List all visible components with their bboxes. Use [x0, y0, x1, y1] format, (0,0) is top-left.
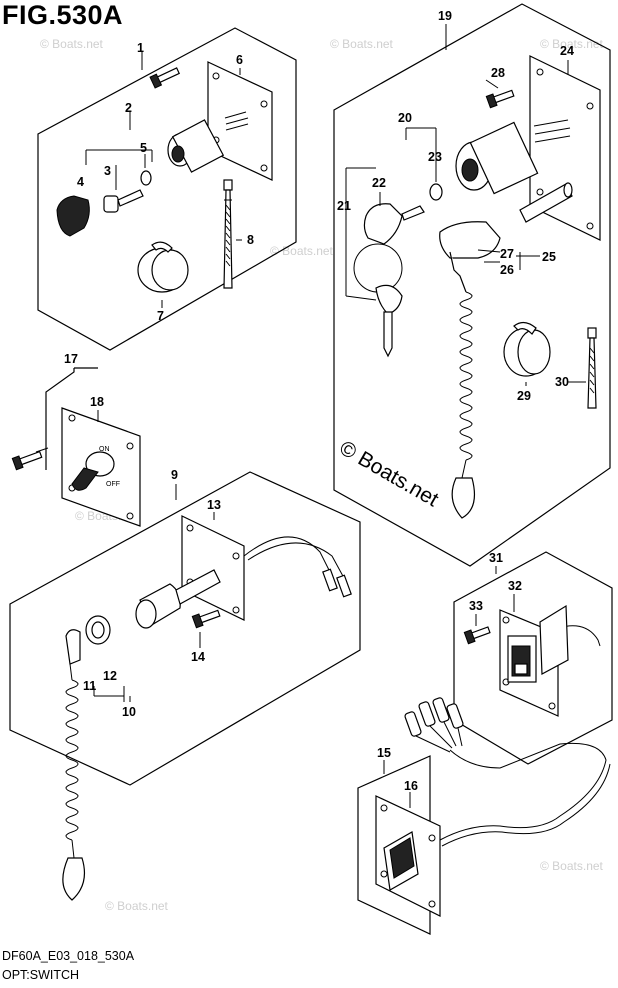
screw-icon: [463, 626, 491, 645]
callout-27: 27: [500, 247, 514, 261]
rubber-cap: [137, 241, 189, 293]
wire-harness: [243, 536, 331, 573]
leader-lines: [93, 484, 215, 702]
callout-20: 20: [398, 111, 412, 125]
panel-key-switch-kit: [37, 27, 297, 351]
panel-toggle-switch: ON OFF: [11, 367, 141, 527]
callout-22: 22: [372, 176, 386, 190]
panel-key-lanyard-kit: [333, 3, 611, 567]
key-icon: [103, 189, 144, 213]
callout-26: 26: [500, 263, 514, 277]
panel-switch-harness-kit: [357, 697, 611, 935]
leader-lines: [383, 760, 411, 808]
watermark-text: © Boats.net: [540, 37, 604, 51]
callout-12: 12: [103, 669, 117, 683]
mounting-plate: [207, 61, 273, 181]
watermark-text: © Boats.net: [40, 37, 104, 51]
callout-28: 28: [491, 66, 505, 80]
leader-lines: [475, 566, 515, 626]
leader-lines: [85, 52, 242, 308]
callout-10: 10: [122, 705, 136, 719]
mounting-plate: [181, 515, 245, 621]
callout-numbers: 1 2 3 4 5 6 7 8 9 10 11 12 13 14 15 16 1…: [64, 9, 574, 793]
watermark-text: © Boats.net: [105, 899, 169, 913]
watermark-text: © Boats.net: [330, 37, 394, 51]
watermark-text: © Boats.net: [540, 859, 604, 873]
wire-stubs: [224, 111, 249, 131]
callout-9: 9: [171, 468, 178, 482]
callout-21: 21: [337, 199, 351, 213]
screw-icon: [11, 450, 43, 471]
callout-8: 8: [247, 233, 254, 247]
callout-14: 14: [191, 650, 205, 664]
screw-icon: [485, 89, 515, 109]
cable-tie: [587, 327, 597, 409]
panel-rocker-switch-kit: [453, 551, 613, 765]
callout-3: 3: [104, 164, 111, 178]
callout-6: 6: [236, 53, 243, 67]
callout-31: 31: [489, 551, 503, 565]
leader-lines: [35, 410, 99, 453]
lanyard-clip: [65, 629, 81, 665]
key-cap: [56, 195, 90, 237]
callout-30: 30: [555, 375, 569, 389]
callout-15: 15: [377, 746, 391, 760]
callout-32: 32: [508, 579, 522, 593]
panel-outline: [357, 755, 431, 935]
lanyard-switch: [439, 221, 501, 519]
callout-1: 1: [137, 41, 144, 55]
screw-icon: [191, 609, 221, 629]
section-name: OPT:SWITCH: [2, 968, 80, 982]
cable-tie: [223, 179, 233, 289]
rocker-switch-icon: [507, 635, 537, 683]
callout-13: 13: [207, 498, 221, 512]
lanyard-clip: [451, 477, 475, 519]
callout-7: 7: [157, 309, 164, 323]
panel-outline: [9, 471, 361, 786]
key-ring: [353, 243, 403, 293]
switch-on-text: ON: [99, 446, 110, 453]
callout-11: 11: [83, 679, 96, 693]
panel-outline: [37, 27, 297, 351]
key-icon: [353, 203, 425, 358]
callout-18: 18: [90, 395, 104, 409]
wire-stubs: [533, 119, 571, 143]
bracket-outline: [45, 367, 98, 470]
leader-lines: [345, 24, 586, 386]
wire-harness: [439, 742, 607, 841]
callout-17: 17: [64, 352, 78, 366]
callout-29: 29: [517, 389, 531, 403]
callout-4: 4: [77, 175, 84, 189]
coiled-cord: [459, 291, 473, 461]
screw-icon: [149, 67, 181, 89]
toggle-switch-icon: [71, 451, 115, 491]
washer: [140, 170, 152, 186]
washer: [429, 183, 443, 201]
rocker-switch-icon: [383, 831, 419, 891]
model-code: DF60A_E03_018_530A: [2, 949, 135, 963]
panel-stop-switch-kit: [9, 471, 361, 901]
callout-5: 5: [140, 141, 147, 155]
callout-16: 16: [404, 779, 418, 793]
callout-33: 33: [469, 599, 483, 613]
coiled-cord: [65, 679, 79, 841]
callout-23: 23: [428, 150, 442, 164]
figure-title: FIG.530A: [2, 0, 124, 30]
rubber-cap: [503, 321, 551, 377]
lanyard-hook: [62, 857, 85, 901]
callout-24: 24: [560, 44, 574, 58]
callout-2: 2: [125, 101, 132, 115]
callout-25: 25: [542, 250, 556, 264]
callout-19: 19: [438, 9, 452, 23]
panel-outline: [333, 3, 611, 567]
switch-off-text: OFF: [106, 481, 120, 488]
